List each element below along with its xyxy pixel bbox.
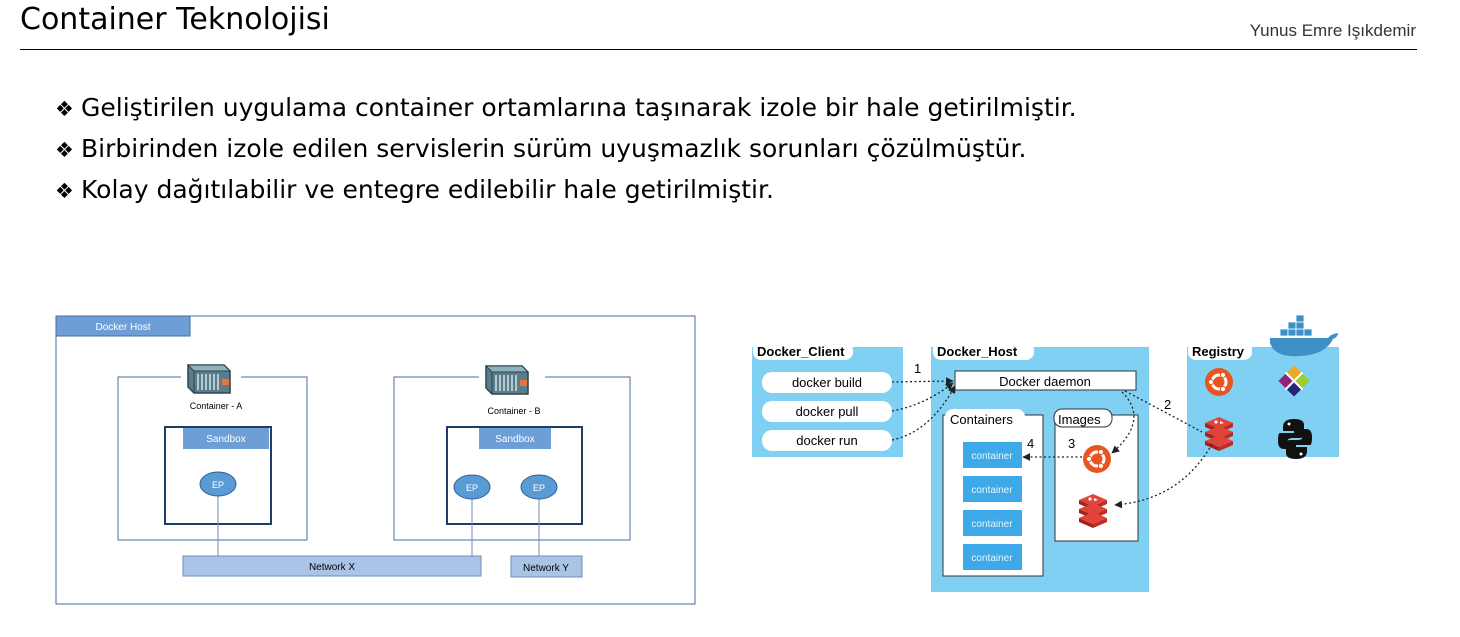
endpoint-a (199, 471, 237, 497)
ubuntu-icon (1203, 366, 1235, 398)
architecture-diagram: Docker_Client docker build docker pull d… (752, 314, 1339, 592)
client-title-tab (753, 342, 853, 360)
endpoint-b2 (520, 474, 558, 500)
registry-title-tab (1188, 342, 1252, 360)
docker-host-label-box (55, 315, 191, 337)
container-item (963, 442, 1022, 468)
ubuntu-icon (1081, 443, 1113, 475)
registry-title: Registry (1192, 344, 1245, 359)
sandbox-b-label-box (479, 428, 551, 449)
build-arrow (891, 377, 954, 386)
diamond-bullet-icon: ❖ (55, 138, 74, 162)
sandbox-a-label: Sandbox (206, 434, 245, 445)
container-b-label: Container - B (487, 406, 540, 416)
endpoint-b1-label: EP (466, 483, 478, 493)
redis-icon (1205, 417, 1233, 451)
containers-title-bg (945, 409, 1025, 427)
slide-title: Container Teknolojisi (20, 2, 330, 37)
shipping-container-icon (187, 364, 231, 394)
host-title: Docker_Host (937, 344, 1018, 359)
bullet-text: Geliştirilen uygulama container ortamlar… (81, 93, 1077, 122)
endpoint-b1 (453, 474, 491, 500)
endpoint-a-label: EP (212, 480, 224, 490)
shipping-container-icon (485, 365, 529, 395)
container-item-label: container (971, 451, 1013, 462)
command-label: docker pull (796, 404, 859, 419)
container-a-label: Container - A (190, 401, 243, 411)
step-number: 2 (1164, 397, 1171, 412)
sandbox-b-label: Sandbox (495, 434, 534, 445)
client-title: Docker_Client (757, 344, 845, 359)
registry-arrow (1124, 390, 1203, 433)
docker-host-label: Docker Host (95, 322, 150, 333)
bullet-item: ❖ Geliştirilen uygulama container ortamla… (55, 88, 1077, 129)
bullet-text: Kolay dağıtılabilir ve entegre edilebili… (81, 175, 774, 204)
network-y-label: Network Y (523, 563, 569, 574)
python-icon (1278, 419, 1312, 459)
endpoint-b2-label: EP (533, 483, 545, 493)
docker-run-pill (762, 430, 892, 451)
container-item (963, 544, 1022, 570)
container-item-label: container (971, 553, 1013, 564)
command-label: docker build (792, 375, 862, 390)
step-number: 1 (914, 361, 921, 376)
container-item (963, 476, 1022, 502)
diamond-bullet-icon: ❖ (55, 179, 74, 203)
network-x-label: Network X (309, 562, 355, 573)
step-number: 4 (1027, 436, 1034, 451)
step-number: 3 (1068, 436, 1075, 451)
container-item-label: container (971, 519, 1013, 530)
host-title-tab (933, 342, 1034, 360)
images-title-bg (1053, 408, 1113, 428)
diamond-bullet-icon: ❖ (55, 97, 74, 121)
network-diagram: Docker Host Container - A Sandbox Contai… (55, 315, 696, 605)
pull-image-arrow (1111, 391, 1135, 454)
daemon-box (954, 370, 1137, 391)
containers-title: Containers (950, 412, 1013, 427)
registry-redis-arrow (1114, 443, 1213, 509)
bullet-list: ❖ Geliştirilen uygulama container ortamla… (55, 88, 1077, 211)
bullet-item: ❖ Birbirinden izole edilen servislerin sü… (55, 129, 1077, 170)
docker-whale-icon (1270, 314, 1338, 357)
title-divider (20, 49, 1417, 50)
author-name: Yunus Emre Işıkdemir (1249, 21, 1416, 40)
container-item-label: container (971, 485, 1013, 496)
docker-pull-pill (762, 401, 892, 422)
sandbox-a-label-box (183, 428, 269, 449)
network-x-bar (182, 555, 482, 577)
daemon-label: Docker daemon (999, 374, 1091, 389)
command-label: docker run (796, 433, 857, 448)
bullet-item: ❖ Kolay dağıtılabilir ve entegre edilebil… (55, 170, 1077, 211)
pull-arrow (891, 382, 954, 412)
container-item (963, 510, 1022, 536)
images-title: Images (1058, 412, 1101, 427)
redis-icon (1079, 494, 1107, 528)
bullet-text: Birbirinden izole edilen servislerin sür… (81, 134, 1027, 163)
docker-build-pill (762, 372, 892, 393)
network-y-bar (510, 555, 583, 578)
